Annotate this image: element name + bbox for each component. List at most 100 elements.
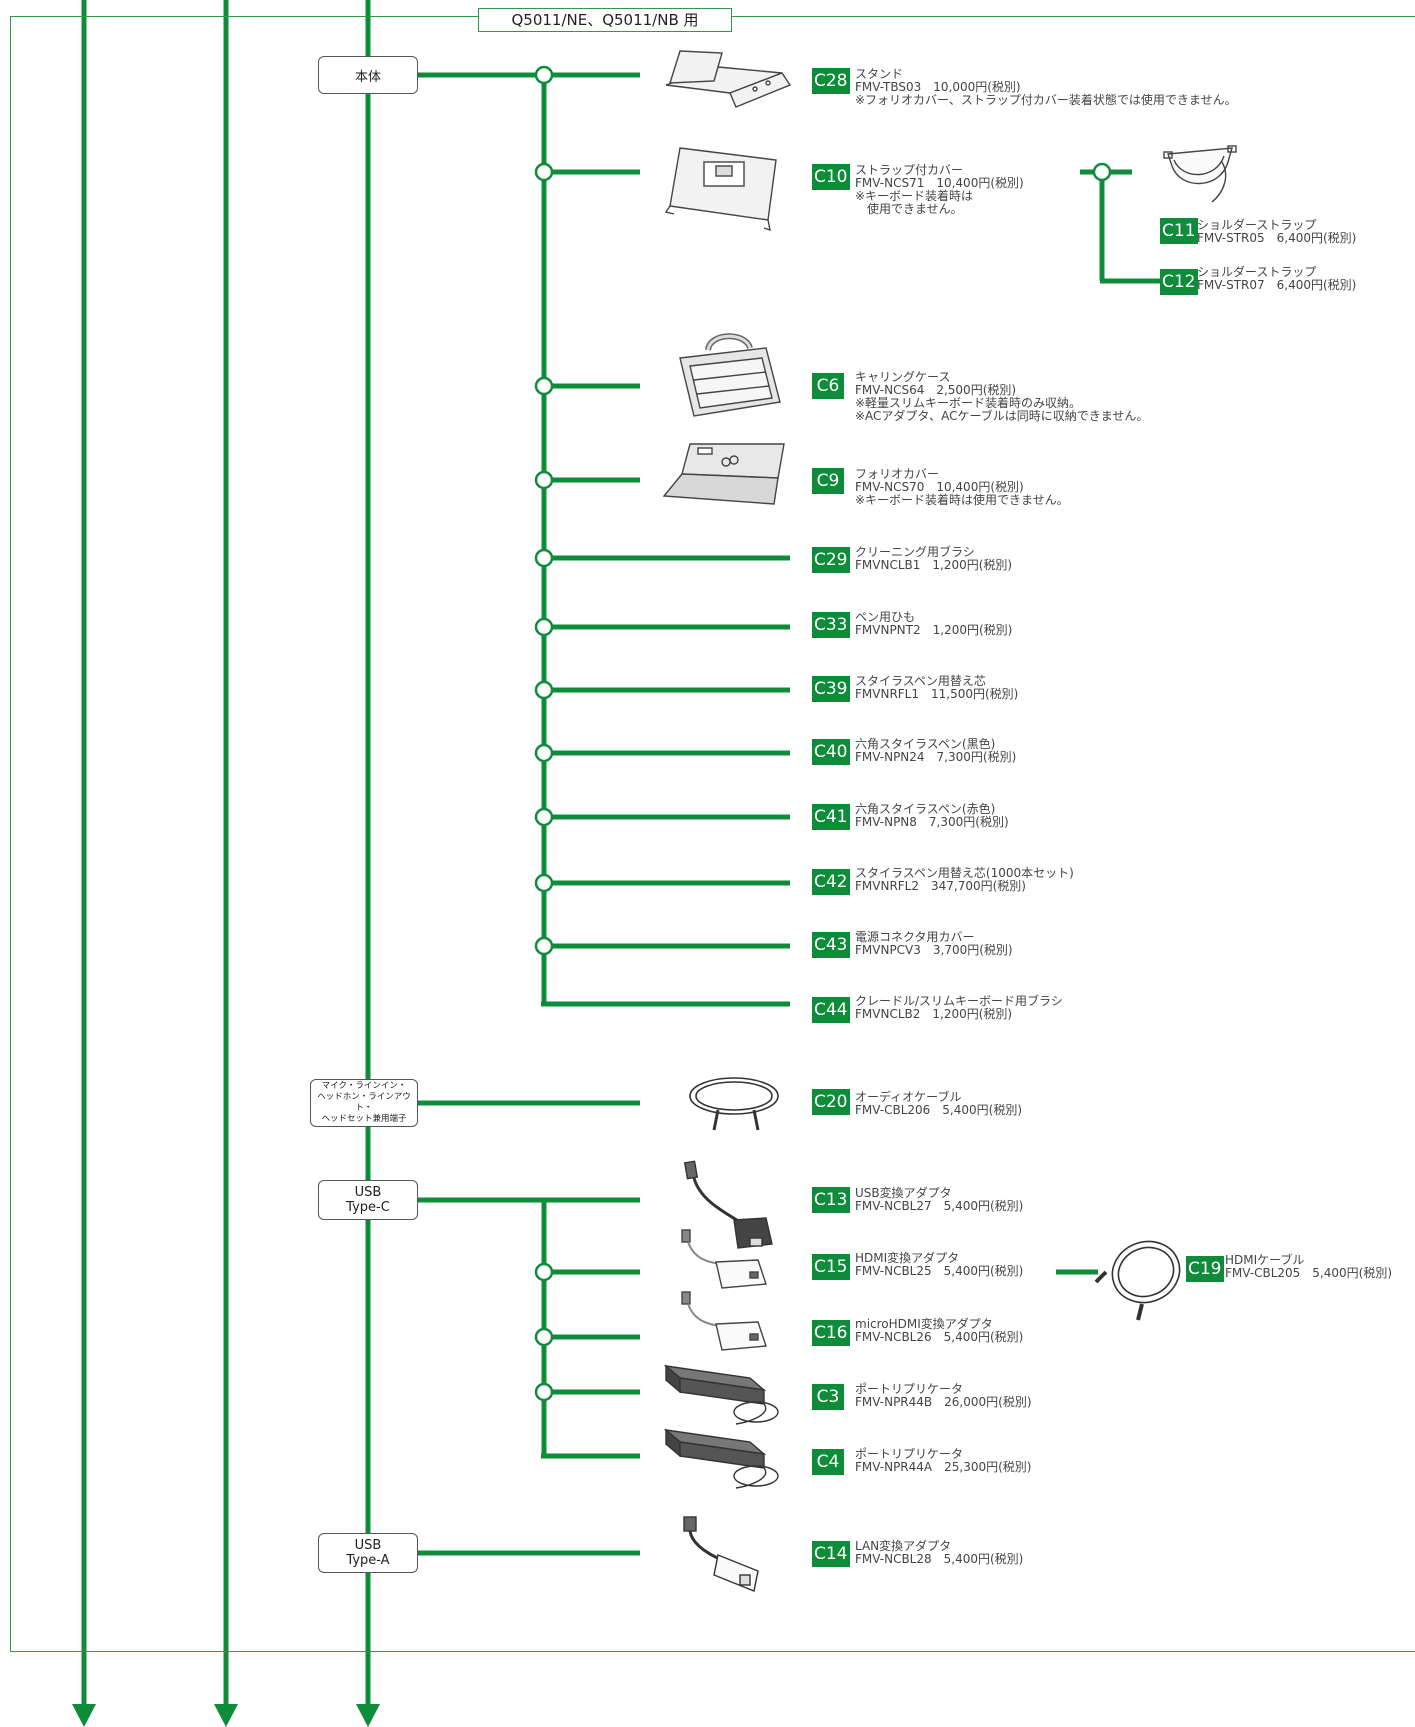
item-name: ストラップ付カバー: [855, 163, 964, 177]
code-badge: C33: [812, 612, 850, 638]
item-name: HDMIケーブル: [1225, 1253, 1305, 1267]
code-badge: C39: [812, 676, 850, 702]
code-badge: C11: [1160, 218, 1198, 244]
item-name: スタンド: [855, 67, 904, 81]
frame-title: Q5011/NE、Q5011/NB 用: [478, 8, 732, 32]
item-note: ※ACアダプタ、ACケーブルは同時に収納できません。: [855, 409, 1149, 423]
item-note: 使用できません。: [855, 202, 963, 216]
item-note: ※キーボード装着時は使用できません。: [855, 493, 1069, 507]
code-badge: C14: [812, 1541, 850, 1567]
code-badge: C13: [812, 1187, 850, 1213]
carrying-case-image: [679, 333, 781, 417]
port-replicator-image: [664, 1428, 779, 1489]
code-badge: C19: [1186, 1256, 1224, 1282]
arrow-down-icon: [356, 1704, 380, 1727]
port-audio: マイク・ラインイン・ ヘッドホン・ラインアウト・ ヘッドセット兼用端子: [310, 1079, 418, 1127]
port-usbc-label: USB: [354, 1185, 382, 1200]
item-name: フォリオカバー: [855, 467, 940, 481]
item-model-price: FMVNPCV3 3,700円(税別): [855, 943, 1013, 957]
code-badge: C9: [812, 468, 844, 494]
item-name: ペン用ひも: [855, 610, 916, 624]
item-model-price: FMV-NPR44B 26,000円(税別): [855, 1395, 1032, 1409]
hdmi-cable-image: [1094, 1240, 1181, 1321]
item-model-price: FMV-NCS64 2,500円(税別): [855, 383, 1017, 397]
item-model-price: FMV-NCBL26 5,400円(税別): [855, 1330, 1024, 1344]
port-main-label: 本体: [354, 69, 381, 85]
code-badge: C20: [812, 1089, 850, 1115]
port-usbc-label: Type-C: [346, 1200, 390, 1215]
item-name: オーディオケーブル: [855, 1090, 962, 1104]
item-note: ※フォリオカバー、ストラップ付カバー装着状態では使用できません。: [855, 93, 1237, 107]
item-model-price: FMV-TBS03 10,000円(税別): [855, 80, 1021, 94]
item-c41-text: 六角スタイラスペン(赤色)FMV-NPN8 7,300円(税別): [855, 803, 1009, 829]
strap-cover-image: [664, 147, 777, 232]
code-badge: C12: [1160, 269, 1198, 295]
item-c42-text: スタイラスペン用替え芯(1000本セット)FMVNRFL2 347,700円(税…: [855, 867, 1074, 893]
item-model-price: FMV-NPN8 7,300円(税別): [855, 815, 1009, 829]
code-badge: C40: [812, 739, 850, 765]
item-model-price: FMV-NCS70 10,400円(税別): [855, 480, 1024, 494]
item-name: 六角スタイラスペン(黒色): [855, 737, 996, 751]
item-note: ※軽量スリムキーボード装着時のみ収納。: [855, 396, 1082, 410]
item-model-price: FMV-NCBL28 5,400円(税別): [855, 1552, 1024, 1566]
code-badge: C6: [812, 373, 844, 399]
item-model-price: FMVNPNT2 1,200円(税別): [855, 623, 1013, 637]
port-replicator-image: [664, 1364, 779, 1425]
lan-adapter-image: [683, 1516, 759, 1592]
arrow-down-icon: [72, 1704, 96, 1727]
item-name: HDMI変換アダプタ: [855, 1251, 960, 1265]
item-name: スタイラスペン用替え芯: [855, 674, 986, 688]
code-badge: C42: [812, 869, 850, 895]
code-badge: C3: [812, 1384, 844, 1410]
microhdmi-adapter-image: [681, 1291, 767, 1351]
item-model-price: FMV-CBL206 5,400円(税別): [855, 1103, 1023, 1117]
port-usba-label: Type-A: [346, 1553, 390, 1568]
item-name: LAN変換アダプタ: [855, 1539, 952, 1553]
port-audio-label: ヘッドセット兼用端子: [321, 1114, 407, 1124]
item-model-price: FMV-STR07 6,400円(税別): [1197, 278, 1357, 292]
hdmi-adapter-image: [681, 1229, 767, 1289]
item-c40-text: 六角スタイラスペン(黒色)FMV-NPN24 7,300円(税別): [855, 738, 1016, 764]
item-name: 六角スタイラスペン(赤色): [855, 802, 996, 816]
item-model-price: FMV-NCS71 10,400円(税別): [855, 176, 1024, 190]
item-model-price: FMVNRFL1 11,500円(税別): [855, 687, 1019, 701]
item-model-price: FMVNCLB1 1,200円(税別): [855, 558, 1013, 572]
port-audio-label: マイク・ラインイン・: [321, 1081, 407, 1091]
code-badge: C43: [812, 932, 850, 958]
code-badge: C4: [812, 1449, 844, 1475]
item-name: キャリングケース: [855, 370, 951, 384]
item-name: USB変換アダプタ: [855, 1186, 952, 1200]
stand-image: [665, 50, 792, 108]
item-model-price: FMV-NCBL27 5,400円(税別): [855, 1199, 1024, 1213]
item-model-price: FMV-NPN24 7,300円(税別): [855, 750, 1017, 764]
folio-cover-image: [662, 443, 785, 505]
item-note: ※キーボード装着時は: [855, 189, 974, 203]
item-name: ショルダーストラップ: [1197, 218, 1317, 232]
usb-adapter-image: [683, 1160, 773, 1249]
audio-cable-image: [689, 1077, 779, 1131]
item-name: ポートリプリケータ: [855, 1382, 964, 1396]
port-main: 本体: [318, 56, 418, 94]
code-badge: C15: [812, 1254, 850, 1280]
item-name: 電源コネクタ用カバー: [855, 930, 975, 944]
item-name: クリーニング用ブラシ: [855, 545, 975, 559]
item-name: microHDMI変換アダプタ: [855, 1317, 993, 1331]
item-name: ポートリプリケータ: [855, 1447, 964, 1461]
item-model-price: FMVNRFL2 347,700円(税別): [855, 879, 1026, 893]
item-model-price: FMV-NPR44A 25,300円(税別): [855, 1460, 1032, 1474]
